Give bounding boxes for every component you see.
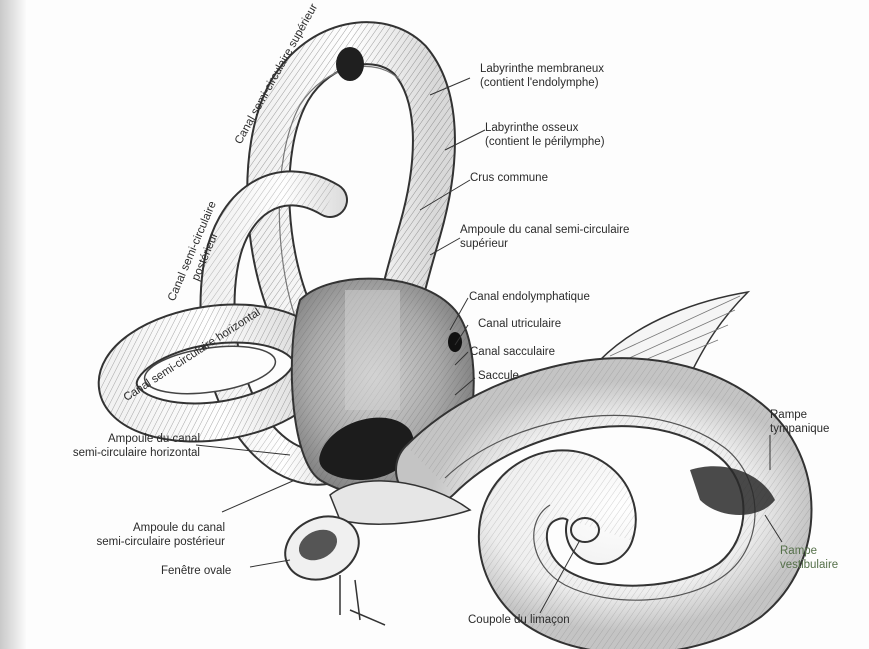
label-superior-ampulla: Ampoule du canal semi-circulaire supérie… <box>460 223 629 251</box>
cochlea <box>430 292 778 620</box>
label-membranous-labyrinth: Labyrinthe membraneux (contient l'endoly… <box>480 62 604 90</box>
label-line-2: semi-circulaire postérieur <box>85 535 225 549</box>
label-posterior-ampulla: Ampoule du canal semi-circulaire postéri… <box>85 521 225 549</box>
superior-ampulla-dark <box>336 47 364 81</box>
label-line-2: tympanique <box>770 422 829 436</box>
label-line-1: Rampe <box>770 408 829 422</box>
label-line-1: Labyrinthe osseux <box>485 121 605 135</box>
label-scala-tympani: Rampe tympanique <box>770 408 829 436</box>
label-horizontal-ampulla: Ampoule du canal semi-circulaire horizon… <box>60 432 200 460</box>
label-line-1: Ampoule du canal semi-circulaire <box>460 223 629 237</box>
endolymphatic-duct-dot <box>448 332 462 352</box>
label-crus-commune: Crus commune <box>470 171 548 185</box>
label-scala-vestibuli: Rampe vestibulaire <box>780 544 838 572</box>
oval-window-region <box>275 481 470 625</box>
label-line-2: supérieur <box>460 237 629 251</box>
label-line-2: (contient le périlymphe) <box>485 135 605 149</box>
label-utricular-duct: Canal utriculaire <box>478 317 561 331</box>
label-saccule: Saccule <box>478 369 519 383</box>
label-line-1: Ampoule du canal <box>60 432 200 446</box>
label-line-2: (contient l'endolymphe) <box>480 76 604 90</box>
label-line-1: Ampoule du canal <box>85 521 225 535</box>
label-line-1: Rampe <box>780 544 838 558</box>
label-cochlear-cupula: Coupole du limaçon <box>468 613 570 627</box>
label-bony-labyrinth: Labyrinthe osseux (contient le périlymph… <box>485 121 605 149</box>
label-line-2: semi-circulaire horizontal <box>60 446 200 460</box>
label-endolymphatic-duct: Canal endolymphatique <box>469 290 590 304</box>
label-line-1: Labyrinthe membraneux <box>480 62 604 76</box>
label-oval-window: Fenêtre ovale <box>161 564 231 578</box>
label-saccular-duct: Canal sacculaire <box>470 345 555 359</box>
label-line-2: vestibulaire <box>780 558 838 572</box>
horizontal-canal <box>111 312 318 434</box>
